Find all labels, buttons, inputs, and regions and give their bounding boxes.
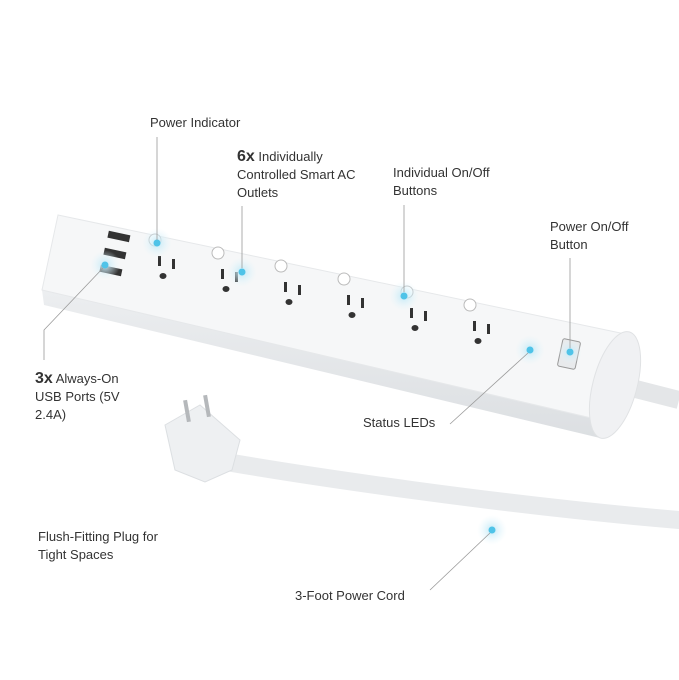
flush-plug <box>164 394 241 483</box>
power-cord-lower <box>206 451 679 529</box>
label-power-indicator: Power Indicator <box>150 115 241 130</box>
usb-text: Always-On USB Ports (5V 2.4A) <box>35 371 120 422</box>
label-power-button: Power On/Off Button <box>550 219 629 252</box>
outlet-ground <box>348 312 356 318</box>
outlet-button <box>337 272 351 286</box>
outlet-4 <box>337 272 364 318</box>
outlet-slot <box>487 324 490 334</box>
strip-side <box>42 290 600 438</box>
outlet-6 <box>463 298 490 344</box>
label-status-leds: Status LEDs <box>363 415 436 430</box>
outlet-ground <box>411 325 419 331</box>
outlet-slot <box>424 311 427 321</box>
outlet-ground <box>159 273 167 279</box>
leader-lines <box>43 137 571 591</box>
outlets-count: 6x <box>237 148 255 165</box>
outlet-ground <box>285 299 293 305</box>
usb-count: 3x <box>35 370 53 387</box>
label-usb: 3x Always-On USB Ports (5V 2.4A) <box>35 370 145 424</box>
outlet-button <box>463 298 477 312</box>
label-plug: Flush-Fitting Plug for Tight Spaces <box>38 529 158 562</box>
outlet-2 <box>211 246 238 292</box>
outlet-ground <box>474 338 482 344</box>
outlet-3 <box>274 259 301 305</box>
outlet-slot <box>410 308 413 318</box>
outlet-slot <box>221 269 224 279</box>
outlet-slot <box>347 295 350 305</box>
outlet-ground <box>222 286 230 292</box>
outlet-button <box>211 246 225 260</box>
outlet-slot <box>361 298 364 308</box>
outlets-text: Individually Controlled Smart AC Outlets <box>237 149 356 200</box>
label-outlets: 6x Individually Controlled Smart AC Outl… <box>237 148 367 202</box>
label-buttons: Individual On/Off Buttons <box>393 165 490 198</box>
outlet-slot <box>284 282 287 292</box>
outlet-slot <box>473 321 476 331</box>
outlet-slot <box>298 285 301 295</box>
outlet-slot <box>158 256 161 266</box>
outlet-button <box>274 259 288 273</box>
label-cord: 3-Foot Power Cord <box>295 588 405 603</box>
outlet-slot <box>172 259 175 269</box>
